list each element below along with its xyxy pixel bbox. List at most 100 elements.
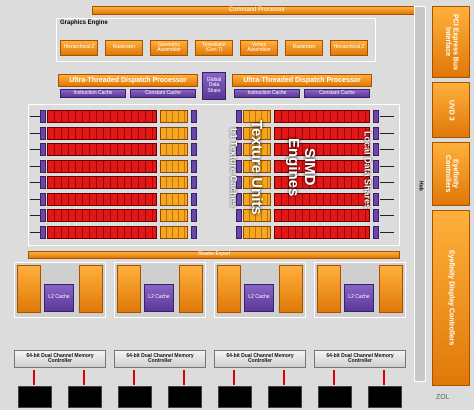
simd-engine-row [274,209,370,222]
right-panel-label: Eyefinity Display Controllers [447,250,455,346]
dispatch-processor-left: Ultra-Threaded Dispatch Processor [58,74,198,87]
texture-unit-row [160,225,188,239]
memory-chip [18,386,52,408]
render-backend [79,265,103,313]
arrow-left [30,182,40,183]
dispatch-processor-right: Ultra-Threaded Dispatch Processor [232,74,372,87]
pipeline-stage: Hierarchical Z [330,40,368,56]
texture-unit-row [160,176,188,189]
render-backend [279,265,303,313]
arrow-right [380,116,394,117]
texture-unit-row [160,192,188,206]
l1-cache-left [191,126,197,140]
memory-bus-arrow [383,370,385,385]
l1-cache-left [191,192,197,206]
memory-bus-arrow [133,370,135,385]
lds-right [373,110,379,123]
command-processor: Command Processor [92,6,422,15]
pipeline-stage: Geometry Assembler [150,40,188,56]
l1-cache-right [236,176,242,189]
arrow-left [30,231,40,233]
l1-cache-right [236,225,242,239]
l2-cache: L2 Cache [244,284,274,312]
l1-cache-left [191,209,197,222]
arrow-right [380,231,394,233]
render-backend [317,265,341,313]
right-panel-label: PCI Express Bus Interface [444,13,459,71]
texture-unit-row [243,225,271,239]
texture-unit-row [160,110,188,123]
arrow-left [30,116,40,117]
hub-bar [414,6,426,382]
l1-texture-caches-label: L1 Texture Caches [228,128,239,208]
arrow-right [380,198,394,200]
memory-bus-arrow [33,370,35,385]
texture-units-label: Texture Units [247,119,265,215]
arrow-right [380,132,394,134]
right-panel-block [432,82,470,138]
pipeline-stage: Rasterizer [105,40,143,56]
render-backend [217,265,241,313]
simd-engine-row [47,126,157,140]
l1-cache-left [191,143,197,156]
l1-cache-right [236,110,242,123]
lds-right [373,225,379,239]
instruction-cache-right: Instruction Cache [234,89,300,98]
memory-bus-arrow [233,370,235,385]
memory-chip [68,386,102,408]
lds-left [40,225,46,239]
simd-engine-row [274,126,370,140]
lds-left [40,143,46,156]
render-backend [17,265,41,313]
lds-right [373,176,379,189]
lds-right [373,143,379,156]
l2-cache: L2 Cache [44,284,74,312]
pipeline-stage: Rasterizer [285,40,323,56]
arrow-right [380,182,394,183]
lds-right [373,192,379,206]
core-array-frame [28,104,400,246]
l1-cache-left [191,110,197,123]
memory-chip [268,386,302,408]
render-backend [379,265,403,313]
local-data-shares-label: Local Data Shares [362,130,373,210]
memory-controller: 64-bit Dual Channel Memory Controller [314,350,406,368]
pipeline-stage: Tessellator (Gen 7) [195,40,233,56]
simd-engine-row [47,110,157,123]
l1-cache-left [191,159,197,173]
right-panel-block [432,142,470,206]
arrow-left [30,165,40,167]
lds-left [40,209,46,222]
simd-engine-row [274,159,370,173]
memory-controller: 64-bit Dual Channel Memory Controller [214,350,306,368]
watermark-logo: ZOL [436,394,450,401]
shader-export: Shader Export [28,251,400,259]
texture-unit-row [243,192,271,206]
render-backend [117,265,141,313]
memory-chip [368,386,402,408]
arrow-left [30,132,40,134]
instruction-cache-left: Instruction Cache [60,89,126,98]
constant-cache-right: Constant Cache [304,89,370,98]
lds-right [373,159,379,173]
graphics-engine-frame [56,18,376,62]
l2-cache: L2 Cache [344,284,374,312]
texture-unit-row [160,209,188,222]
lds-left [40,192,46,206]
arrow-right [380,165,394,167]
arrow-left [30,215,40,216]
simd-engine-row [47,192,157,206]
right-panel-block [432,210,470,386]
memory-bus-arrow [83,370,85,385]
memory-controller: 64-bit Dual Channel Memory Controller [14,350,106,368]
simd-engine-row [274,143,370,156]
texture-unit-row [160,143,188,156]
memory-bus-arrow [283,370,285,385]
memory-bus-arrow [333,370,335,385]
lds-left [40,176,46,189]
texture-unit-row [160,126,188,140]
l1-cache-right [236,209,242,222]
constant-cache-left: Constant Cache [130,89,196,98]
texture-unit-row [243,159,271,173]
